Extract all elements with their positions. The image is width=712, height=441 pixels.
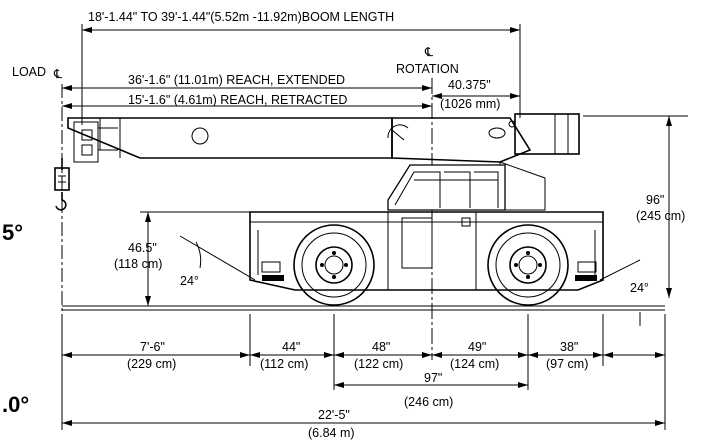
rotation-cl-symbol: ℄ [424, 45, 434, 59]
load-centerline: LOAD ℄ [12, 65, 63, 430]
bottom-extension-lines [61, 314, 666, 430]
total-height-cm: (245 cm) [636, 209, 685, 223]
cab [387, 164, 506, 269]
rotation-label: ROTATION [396, 62, 459, 76]
front-overhang-cm: (229 cm) [127, 357, 176, 371]
ground-line [62, 305, 665, 311]
overall-length-dimension: 22'-5" (6.84 m) [62, 408, 665, 440]
boom-length-dimension: 18'-1.44" TO 39'-1.44"(5.52m -11.92m)BOO… [81, 10, 521, 125]
front-overhang-in: 7'-6" [140, 340, 165, 354]
front-to-axle-in: 44" [282, 340, 300, 354]
side-angle-label-1: 5° [2, 220, 23, 245]
approach-angle-label: 24° [180, 274, 199, 288]
load-cl-label: LOAD [12, 65, 46, 79]
rear-overhang-cm: (97 cm) [546, 357, 588, 371]
front-to-axle-cm: (112 cm) [260, 357, 308, 371]
side-angle-label-2: .0° [2, 392, 29, 417]
deck-height-in: 46.5" [128, 241, 157, 255]
cl-to-axle-rear-cm: (124 cm) [450, 357, 499, 371]
rear-offset-in: 40.375" [448, 78, 491, 92]
cl-to-axle-rear-in: 49" [468, 340, 486, 354]
wheelbase-dimension: 97" (246 cm) [334, 371, 528, 409]
overall-length-cm: (6.84 m) [308, 426, 355, 440]
chassis [249, 211, 604, 291]
rotation-centerline: ℄ ROTATION [396, 45, 459, 360]
load-cl-symbol: ℄ [53, 67, 63, 81]
wheelbase-cm: (246 cm) [404, 395, 453, 409]
rear-wheel [487, 224, 569, 306]
total-height-dimension: 96" (245 cm) [583, 115, 688, 298]
departure-angle: 24° [599, 259, 649, 326]
deck-height-cm: (118 cm) [114, 257, 162, 271]
total-height-in: 96" [646, 193, 664, 207]
rear-offset-dimension: 40.375" (1026 mm) [432, 78, 520, 111]
rear-offset-mm: (1026 mm) [440, 97, 500, 111]
axle-to-cl-front-in: 48" [372, 340, 390, 354]
reach-extended-label: 36'-1.6" (11.01m) REACH, EXTENDED [128, 73, 345, 87]
axle-to-cl-front-cm: (122 cm) [354, 357, 403, 371]
reach-retracted-dimension: 15'-1.6" (4.61m) REACH, RETRACTED [62, 93, 432, 109]
rear-overhang-in: 38" [560, 340, 578, 354]
bottom-row-1: 7'-6" (229 cm) 44" (112 cm) 48" (122 cm)… [62, 340, 665, 371]
wheelbase-in: 97" [424, 371, 442, 385]
reach-extended-dimension: 36'-1.6" (11.01m) REACH, EXTENDED [62, 73, 432, 91]
turret [391, 113, 580, 211]
departure-angle-label: 24° [630, 281, 649, 295]
approach-angle: 24° [179, 235, 256, 288]
overall-length-in: 22'-5" [318, 408, 350, 422]
boom-length-label: 18'-1.44" TO 39'-1.44"(5.52m -11.92m)BOO… [88, 10, 394, 24]
boom [67, 117, 409, 163]
front-wheel [293, 224, 375, 306]
hook-block [54, 158, 70, 211]
deck-height-dimension: 46.5" (118 cm) [114, 211, 250, 306]
reach-retracted-label: 15'-1.6" (4.61m) REACH, RETRACTED [128, 93, 347, 107]
